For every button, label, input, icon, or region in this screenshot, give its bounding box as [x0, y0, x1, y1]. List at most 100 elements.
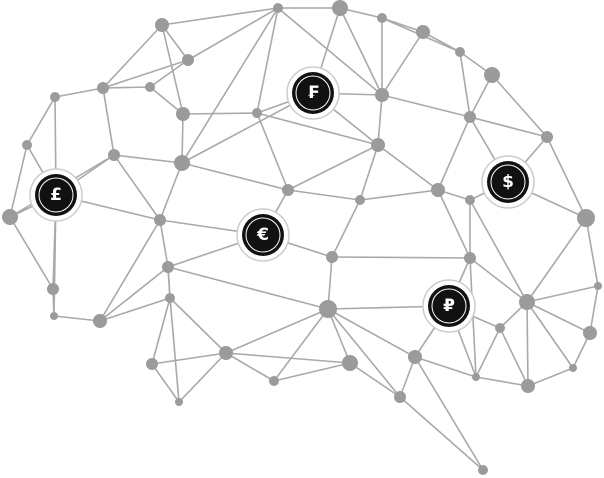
network-edge: [113, 154, 183, 164]
network-edge: [256, 112, 289, 191]
network-edge: [178, 352, 227, 403]
network-node: [50, 92, 60, 102]
network-edge: [287, 189, 361, 201]
network-edge: [414, 356, 477, 378]
network-edge: [161, 7, 279, 26]
network-node: [342, 355, 358, 371]
network-edge: [527, 367, 574, 387]
network-edge: [359, 144, 379, 201]
network-node: [165, 293, 175, 303]
network-edge: [585, 217, 599, 287]
network-edge: [182, 112, 258, 115]
network-edge: [273, 308, 329, 382]
network-node: [416, 25, 430, 39]
network-edge: [475, 327, 501, 378]
franc-symbol: ₣: [307, 83, 319, 103]
network-node: [50, 312, 58, 320]
network-edge: [437, 116, 471, 191]
network-node: [182, 54, 194, 66]
network-edge: [475, 376, 529, 387]
network-edge: [149, 59, 189, 88]
network-edge: [273, 362, 351, 382]
network-node: [252, 108, 262, 118]
network-node: [154, 214, 166, 226]
network-edge: [546, 136, 587, 219]
network-edge: [399, 356, 416, 398]
network-edge: [327, 308, 416, 358]
network-edge: [9, 216, 54, 290]
network-edge: [377, 94, 383, 146]
network-node: [478, 465, 488, 475]
network-node: [377, 13, 387, 23]
network-edge: [181, 113, 184, 164]
network-node: [375, 88, 389, 102]
network-edge: [287, 144, 379, 191]
network-edge: [159, 162, 183, 221]
ruble-symbol: ₽: [443, 296, 455, 316]
network-node: [145, 82, 155, 92]
network-node: [594, 282, 602, 290]
network-edge: [469, 199, 528, 303]
network-edge: [102, 24, 163, 89]
network-edge: [499, 327, 529, 387]
network-edge: [187, 7, 279, 61]
network-edge: [256, 7, 279, 114]
network-node: [431, 183, 445, 197]
network-edge: [526, 285, 599, 303]
network-edge: [53, 315, 101, 322]
network-node: [93, 314, 107, 328]
network-node: [371, 138, 385, 152]
network-edge: [225, 352, 351, 364]
franc-coin-icon: ₣: [286, 66, 340, 120]
network-node: [583, 326, 597, 340]
network-edge: [381, 31, 424, 96]
ruble-coin-icon: ₽: [422, 279, 476, 333]
network-node: [155, 18, 169, 32]
network-node: [484, 67, 500, 83]
pound-symbol: £: [50, 185, 62, 205]
network-edge: [151, 363, 180, 403]
network-node: [495, 323, 505, 333]
network-edge: [99, 266, 169, 322]
network-edge: [526, 301, 529, 387]
network-edge: [99, 219, 161, 322]
euro-coin-icon: €: [236, 208, 290, 262]
network-node: [269, 376, 279, 386]
network-node: [219, 346, 233, 360]
network-node: [464, 111, 476, 123]
network-node: [174, 155, 190, 171]
network-edge: [339, 7, 383, 96]
network-node: [282, 184, 294, 196]
network-edge: [102, 86, 151, 89]
dollar-coin-icon: $: [481, 155, 535, 209]
network-node: [2, 209, 18, 225]
network-edge: [437, 189, 471, 259]
currency-coins: £ ₣ € $ ₽: [29, 66, 535, 333]
network-node: [97, 82, 109, 94]
network-edge: [151, 297, 171, 365]
network-edge: [399, 396, 484, 471]
network-node: [464, 252, 476, 264]
network-edge: [26, 96, 56, 146]
network-node: [569, 364, 577, 372]
network-edge: [161, 24, 184, 115]
pound-coin-icon: £: [29, 168, 83, 222]
network-edge: [102, 59, 189, 89]
network-node: [577, 209, 595, 227]
network-edge: [526, 217, 587, 303]
network-edge: [167, 266, 329, 310]
network-edge: [327, 308, 401, 398]
network-edge: [225, 352, 275, 382]
network-edge: [359, 189, 439, 201]
network-edge: [469, 257, 528, 303]
network-node: [408, 350, 422, 364]
network-edge: [102, 87, 115, 156]
network-node: [521, 379, 535, 393]
network-node: [47, 283, 59, 295]
network-edge: [377, 144, 439, 191]
network-node: [326, 251, 338, 263]
network-edge: [149, 86, 184, 115]
network-edge: [381, 94, 471, 118]
